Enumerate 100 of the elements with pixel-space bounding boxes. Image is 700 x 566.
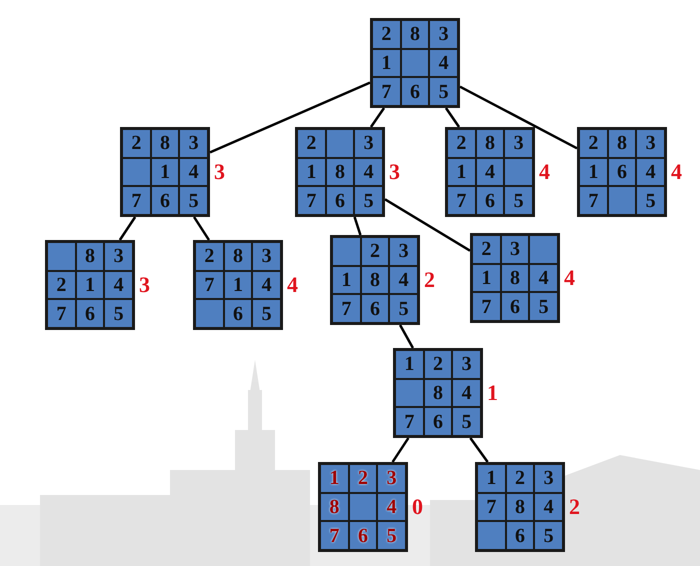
number-tile: 5 bbox=[534, 521, 563, 550]
puzzle-grid bbox=[193, 240, 283, 330]
connector-line bbox=[459, 86, 578, 150]
number-tile: 1 bbox=[224, 270, 252, 300]
number-tile: 5 bbox=[504, 186, 533, 215]
number-tile: 8 bbox=[360, 266, 390, 294]
puzzle-grid bbox=[45, 240, 135, 330]
number-tile: 3 bbox=[500, 235, 530, 264]
number-tile: 5 bbox=[104, 299, 133, 328]
number-tile: 8 bbox=[320, 492, 349, 522]
number-tile: 4 bbox=[252, 270, 281, 300]
puzzle-grid bbox=[318, 462, 408, 552]
number-tile: 1 bbox=[395, 350, 424, 379]
number-tile: 3 bbox=[354, 129, 383, 158]
heuristic-value: 3 bbox=[214, 161, 225, 183]
puzzle-grid bbox=[120, 127, 210, 217]
connector-line bbox=[444, 107, 460, 128]
number-tile: 6 bbox=[476, 186, 504, 215]
number-tile: 2 bbox=[195, 242, 224, 271]
heuristic-value: 3 bbox=[389, 161, 400, 183]
number-tile: 2 bbox=[424, 350, 452, 379]
number-tile: 1 bbox=[320, 464, 349, 493]
heuristic-value: 1 bbox=[487, 382, 498, 404]
number-tile: 6 bbox=[150, 186, 180, 215]
number-tile: 5 bbox=[529, 292, 558, 321]
connector-line bbox=[384, 198, 471, 252]
number-tile: 5 bbox=[429, 77, 458, 106]
number-tile: 8 bbox=[608, 129, 636, 158]
number-tile: 3 bbox=[104, 242, 133, 271]
number-tile: 1 bbox=[76, 270, 104, 300]
number-tile: 3 bbox=[252, 242, 281, 271]
puzzle-grid bbox=[370, 18, 460, 108]
number-tile: 5 bbox=[389, 294, 418, 323]
number-tile: 1 bbox=[472, 264, 501, 292]
number-tile: 8 bbox=[476, 129, 504, 158]
number-tile: 6 bbox=[424, 407, 452, 436]
number-tile: 1 bbox=[447, 158, 476, 186]
heuristic-value: 3 bbox=[139, 274, 150, 296]
number-tile: 3 bbox=[179, 129, 208, 158]
number-tile: 7 bbox=[372, 77, 401, 106]
heuristic-value: 4 bbox=[287, 274, 298, 296]
number-tile: 1 bbox=[372, 48, 401, 78]
number-tile: 6 bbox=[348, 521, 378, 550]
number-tile: 7 bbox=[332, 294, 361, 323]
number-tile: 6 bbox=[506, 521, 534, 550]
number-tile: 4 bbox=[529, 264, 558, 292]
number-tile: 6 bbox=[360, 294, 390, 323]
number-tile: 2 bbox=[372, 20, 401, 49]
number-tile: 4 bbox=[179, 158, 208, 186]
number-tile: 2 bbox=[472, 235, 501, 264]
number-tile: 4 bbox=[104, 270, 133, 300]
number-tile: 2 bbox=[348, 464, 378, 493]
number-tile: 1 bbox=[297, 158, 326, 186]
number-tile: 3 bbox=[534, 464, 563, 493]
number-tile: 5 bbox=[636, 186, 665, 215]
number-tile: 8 bbox=[76, 242, 104, 271]
number-tile: 6 bbox=[76, 299, 104, 328]
heuristic-value: 2 bbox=[424, 269, 435, 291]
number-tile: 2 bbox=[297, 129, 326, 158]
number-tile: 8 bbox=[424, 378, 452, 408]
number-tile: 8 bbox=[326, 158, 354, 186]
number-tile: 2 bbox=[122, 129, 151, 158]
heuristic-value: 0 bbox=[412, 496, 423, 518]
connector-line bbox=[399, 324, 414, 349]
connector-line bbox=[118, 216, 136, 241]
number-tile: 6 bbox=[224, 299, 252, 328]
number-tile: 7 bbox=[297, 186, 326, 215]
number-tile: 4 bbox=[534, 492, 563, 522]
number-tile: 1 bbox=[477, 464, 506, 493]
puzzle-grid bbox=[393, 348, 483, 438]
number-tile: 7 bbox=[47, 299, 76, 328]
number-tile: 8 bbox=[500, 264, 530, 292]
puzzle-grid bbox=[295, 127, 385, 217]
number-tile: 6 bbox=[326, 186, 354, 215]
number-tile: 3 bbox=[389, 237, 418, 266]
number-tile: 8 bbox=[224, 242, 252, 271]
number-tile: 2 bbox=[360, 237, 390, 266]
number-tile: 7 bbox=[195, 270, 224, 300]
number-tile: 7 bbox=[472, 292, 501, 321]
connector-line bbox=[210, 81, 370, 154]
heuristic-value: 2 bbox=[569, 496, 580, 518]
number-tile: 5 bbox=[452, 407, 481, 436]
heuristic-value: 4 bbox=[564, 267, 575, 289]
number-tile: 3 bbox=[377, 464, 406, 493]
number-tile: 3 bbox=[504, 129, 533, 158]
number-tile: 2 bbox=[47, 270, 76, 300]
connector-line bbox=[370, 107, 386, 128]
number-tile: 8 bbox=[400, 20, 430, 49]
connector-line bbox=[353, 216, 362, 236]
connector-line bbox=[469, 437, 489, 463]
number-tile: 3 bbox=[429, 20, 458, 49]
number-tile: 5 bbox=[354, 186, 383, 215]
puzzle-grid bbox=[445, 127, 535, 217]
number-tile: 4 bbox=[354, 158, 383, 186]
connector-line bbox=[392, 437, 410, 463]
number-tile: 7 bbox=[447, 186, 476, 215]
number-tile: 5 bbox=[179, 186, 208, 215]
number-tile: 6 bbox=[608, 158, 636, 186]
connector-line bbox=[193, 216, 210, 241]
number-tile: 5 bbox=[252, 299, 281, 328]
